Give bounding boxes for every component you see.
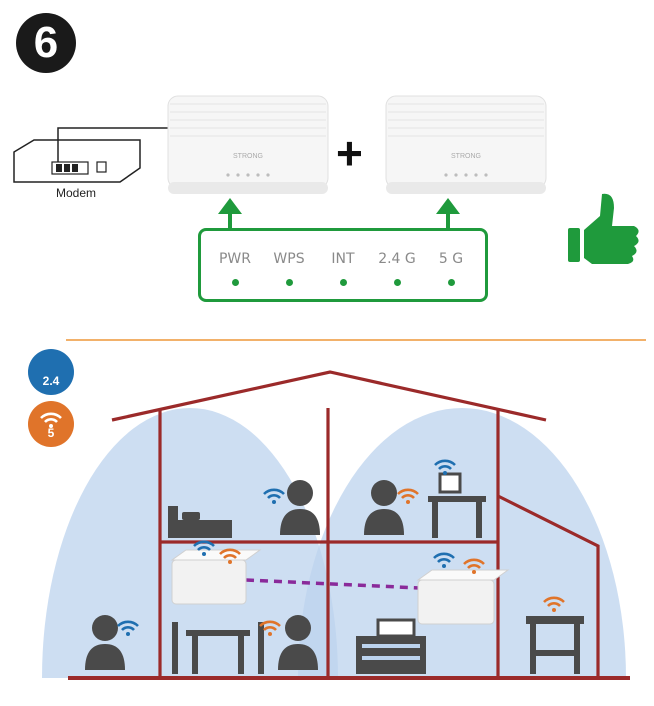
led-dot [447, 279, 455, 286]
modem [13, 139, 141, 183]
mesh-router-floor2 [416, 569, 510, 625]
led-label: 2.4 G [378, 251, 416, 267]
band-label: 2.4 [42, 374, 60, 388]
step-number-badge: 6 [16, 13, 76, 73]
modem-label: Modem [56, 186, 97, 200]
ethernet-cable [57, 127, 168, 162]
led-dot [285, 279, 293, 286]
desk-with-laptop [428, 472, 486, 538]
led-dot [231, 279, 239, 286]
led-indicator: WPS [261, 251, 317, 286]
led-label: INT [331, 251, 355, 267]
router-brand-2: STRONG [451, 153, 481, 160]
led-label: 5 G [438, 251, 464, 267]
mesh-router-main [167, 95, 329, 194]
tv-cabinet [356, 618, 426, 674]
table-and-chairs [172, 622, 264, 674]
arrow-up-icon [218, 198, 242, 232]
led-indicator: PWR [207, 251, 263, 286]
arrow-up-icon [436, 198, 460, 232]
thumbs-up-icon [568, 193, 639, 264]
band-2-4ghz-badge: 2.4 [28, 349, 74, 395]
bed [168, 506, 232, 538]
band-label: 5 [47, 426, 55, 440]
led-label: WPS [273, 251, 305, 267]
wifi-icon [40, 412, 62, 428]
led-indicator: INT [315, 251, 371, 286]
led-dot [393, 279, 401, 286]
mesh-link [245, 578, 421, 590]
mesh-router-satellite [385, 95, 547, 194]
led-indicator-panel: PWR WPS INT 2.4 G 5 G [198, 228, 488, 302]
side-table [526, 616, 584, 674]
led-indicator: 5 G [423, 251, 479, 286]
router-brand-1: STRONG [233, 153, 263, 160]
led-indicator: 2.4 G [369, 251, 425, 286]
led-label: PWR [218, 251, 251, 267]
band-5ghz-badge: 5 [28, 401, 74, 447]
house-outline [68, 370, 630, 680]
plus-sign: + [336, 127, 363, 179]
led-dot [339, 279, 347, 286]
section-divider [66, 339, 646, 341]
